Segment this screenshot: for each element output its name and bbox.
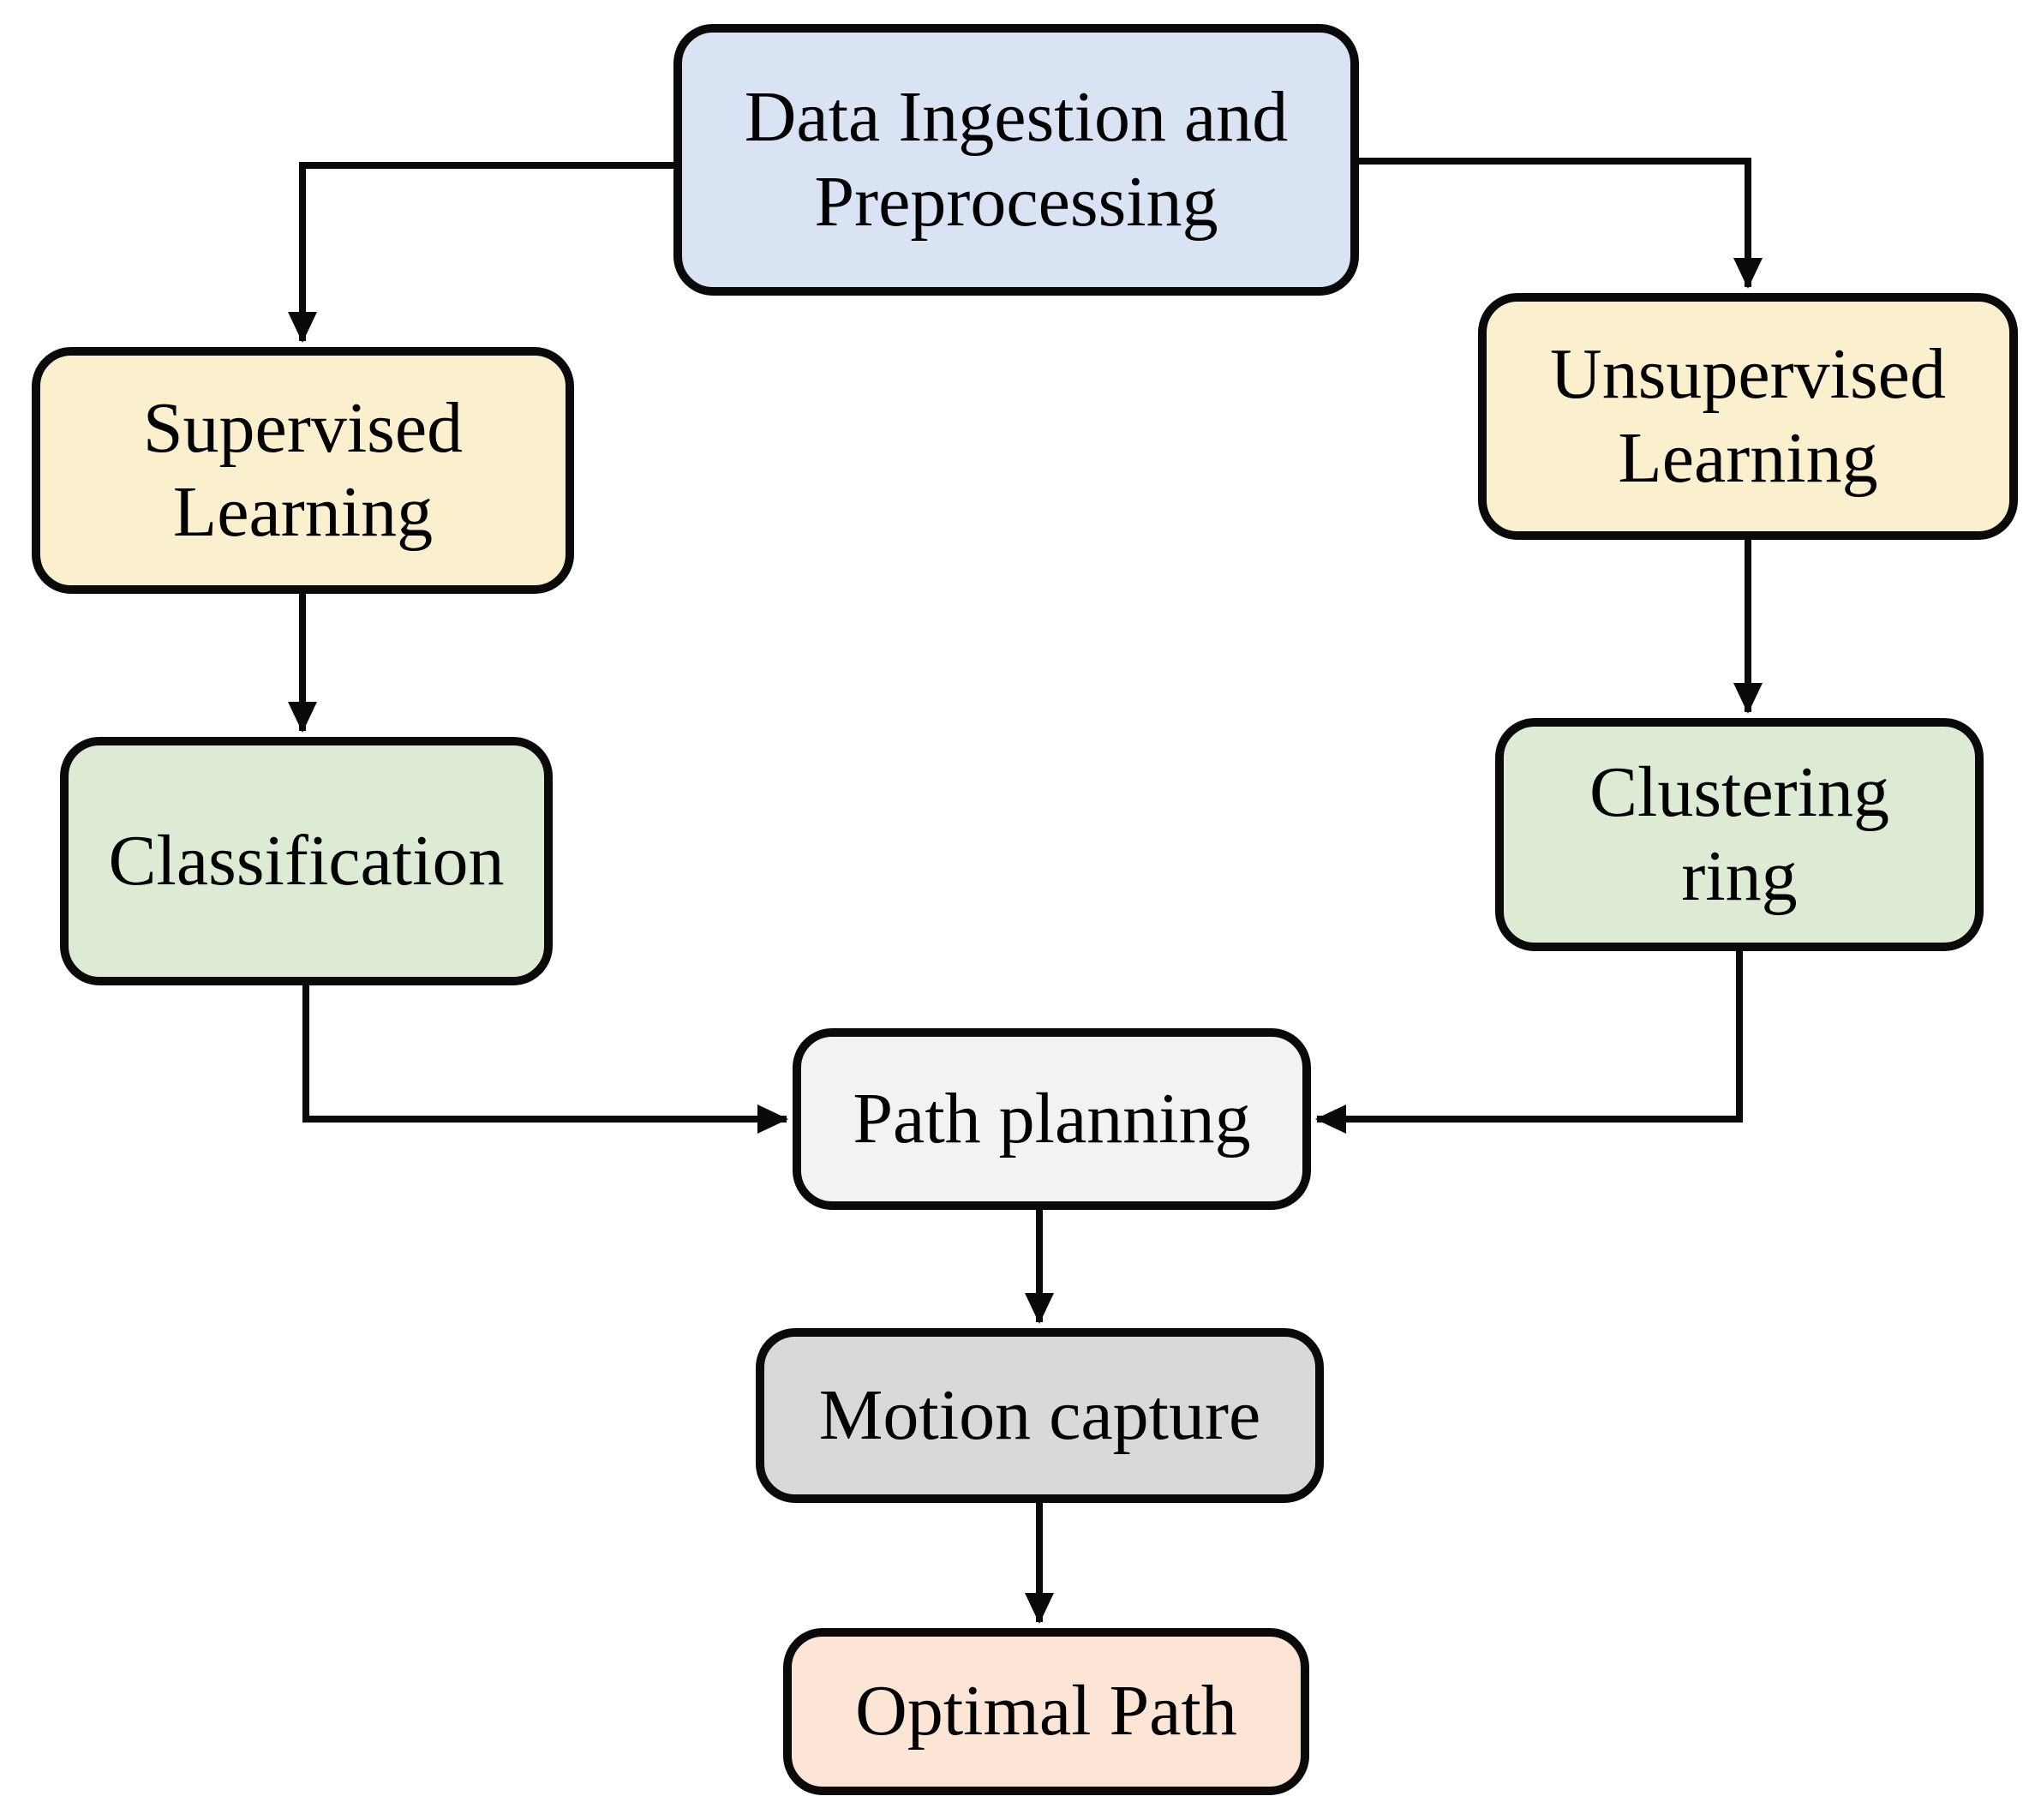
node-unsupervised-learning-label: Unsupervised Learning [1550,333,1946,498]
node-clustering-ring: Clustering ring [1495,718,1984,951]
node-supervised-learning: Supervised Learning [32,347,574,594]
node-path-planning: Path planning [793,1028,1311,1210]
node-data-ingestion-label: Data Ingestion and Preprocessing [744,77,1289,242]
node-path-planning-label: Path planning [853,1078,1251,1158]
node-classification-label: Classification [108,820,505,901]
connector-clustering-to-path-planning-arrow [1315,951,1743,1134]
node-motion-capture: Motion capture [756,1328,1324,1503]
node-optimal-path: Optimal Path [783,1628,1309,1795]
connector-classification-to-path-planning-arrow [302,985,788,1134]
node-classification: Classification [60,737,553,985]
node-supervised-learning-label: Supervised Learning [142,387,464,552]
connector-data-ingestion-to-supervised-arrow [288,162,673,343]
connector-data-ingestion-to-unsupervised-arrow [1359,158,1763,289]
node-unsupervised-learning: Unsupervised Learning [1478,293,2018,540]
node-clustering-ring-label: Clustering ring [1589,751,1889,916]
node-motion-capture-label: Motion capture [818,1374,1261,1455]
node-optimal-path-label: Optimal Path [855,1671,1237,1751]
node-data-ingestion: Data Ingestion and Preprocessing [673,24,1359,296]
